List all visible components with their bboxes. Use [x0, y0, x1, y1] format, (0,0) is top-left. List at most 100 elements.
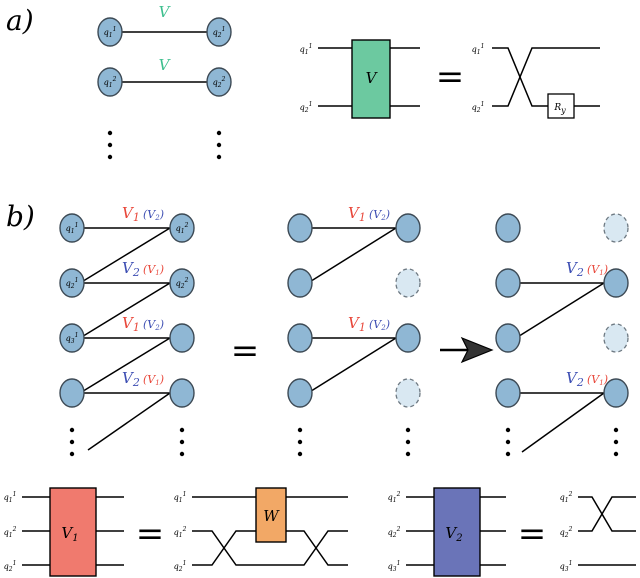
qubit-node — [395, 323, 421, 353]
circuit-swap-ry: q11 q21 Ry — [472, 43, 600, 119]
qubit-node — [287, 323, 313, 353]
svg-text:V1: V1 — [122, 314, 140, 334]
ellipsis-dots — [297, 427, 411, 457]
v-label: V — [159, 56, 172, 74]
svg-text:V1: V1 — [122, 204, 140, 224]
ellipsis-dots — [69, 427, 185, 457]
circuit-w: q11 q12 q21 W — [174, 487, 348, 573]
svg-text:(V1): (V1) — [587, 373, 608, 387]
circuit-v1: q11 q12 q21 V1 — [4, 487, 124, 577]
v2-v1-label: V2 (V1) — [566, 259, 608, 279]
circuit-v: q11 q21 V — [300, 39, 420, 119]
qubit-node: q22 — [169, 268, 195, 298]
svg-text:q21: q21 — [300, 101, 313, 114]
qubit-node — [287, 378, 313, 408]
graph-left — [79, 227, 171, 451]
svg-text:q22: q22 — [388, 526, 401, 539]
ghost-node — [603, 323, 629, 353]
svg-text:q21: q21 — [213, 26, 226, 39]
qubit-node — [495, 213, 521, 243]
equals-sign: = — [231, 331, 260, 371]
svg-text:q21: q21 — [472, 101, 485, 114]
svg-text:q31: q31 — [388, 560, 401, 573]
v1-v2-label: V1 (V2) — [122, 314, 164, 334]
svg-text:(V2): (V2) — [369, 318, 390, 332]
svg-text:q31: q31 — [560, 560, 573, 573]
svg-text:q11: q11 — [174, 491, 187, 504]
qubit-node: q31 — [59, 323, 85, 353]
svg-text:V1: V1 — [61, 524, 78, 544]
equals-sign: = — [436, 57, 465, 97]
equals-sign: = — [136, 514, 165, 554]
circuit-swap: q12 q22 q31 — [560, 491, 636, 573]
panel-b-label: b) — [6, 200, 35, 233]
svg-text:q21: q21 — [174, 560, 187, 573]
svg-text:q21: q21 — [4, 560, 17, 573]
qubit-node — [495, 378, 521, 408]
svg-text:V2: V2 — [122, 369, 140, 389]
v-gate — [351, 39, 391, 119]
ellipsis-dots — [107, 130, 222, 160]
svg-text:V1: V1 — [348, 314, 366, 334]
arrow-icon — [440, 336, 494, 364]
svg-text:(V2): (V2) — [143, 318, 164, 332]
svg-text:V2: V2 — [122, 259, 140, 279]
svg-text:Ry: Ry — [553, 103, 566, 115]
svg-text:V1: V1 — [348, 204, 366, 224]
svg-text:W: W — [263, 507, 280, 525]
graph-middle — [307, 227, 397, 394]
svg-text:q11: q11 — [104, 26, 117, 39]
qubit-node: q22 — [206, 67, 232, 97]
svg-text:V2: V2 — [445, 524, 462, 544]
svg-text:(V2): (V2) — [369, 208, 390, 222]
v1-v2-label: V1 (V2) — [348, 204, 390, 224]
svg-text:(V2): (V2) — [143, 208, 164, 222]
v2-v1-label: V2 (V1) — [122, 259, 164, 279]
v-label: V — [159, 3, 172, 21]
v1-v2-label: V1 (V2) — [122, 204, 164, 224]
svg-text:(V1): (V1) — [143, 373, 164, 387]
svg-text:q22: q22 — [213, 76, 226, 89]
svg-text:q11: q11 — [4, 491, 17, 504]
qubit-node: q21 — [206, 17, 232, 47]
svg-text:q12: q12 — [104, 76, 117, 89]
svg-text:q21: q21 — [66, 277, 79, 290]
equals-sign: = — [518, 514, 547, 554]
ellipsis-dots — [505, 427, 619, 457]
w-gate — [255, 487, 287, 543]
svg-text:V2: V2 — [566, 259, 584, 279]
v2-v1-label: V2 (V1) — [122, 369, 164, 389]
svg-text:q22: q22 — [560, 526, 573, 539]
v1-gate — [49, 487, 97, 577]
qubit-node — [495, 323, 521, 353]
panel-a-label: a) — [6, 4, 34, 37]
qubit-node: q11 — [97, 17, 123, 47]
qubit-node — [169, 323, 195, 353]
svg-text:q12: q12 — [4, 526, 17, 539]
svg-text:V: V — [366, 69, 379, 87]
qubit-node: q12 — [169, 213, 195, 243]
svg-text:q11: q11 — [472, 43, 485, 56]
svg-text:q11: q11 — [66, 222, 79, 235]
qubit-node — [169, 378, 195, 408]
svg-text:q31: q31 — [66, 332, 79, 345]
svg-text:q11: q11 — [300, 43, 313, 56]
qubit-node: q12 — [97, 67, 123, 97]
ghost-node — [395, 378, 421, 408]
qubit-node — [59, 378, 85, 408]
svg-text:(V1): (V1) — [143, 263, 164, 277]
qubit-node: q21 — [59, 268, 85, 298]
ghost-node — [395, 268, 421, 298]
qubit-node — [495, 268, 521, 298]
ry-gate — [547, 93, 575, 119]
svg-text:V2: V2 — [566, 369, 584, 389]
v2-gate — [433, 487, 481, 577]
svg-text:q22: q22 — [176, 277, 189, 290]
svg-text:q12: q12 — [174, 526, 187, 539]
qubit-node — [287, 268, 313, 298]
svg-text:(V1): (V1) — [587, 263, 608, 277]
qubit-node — [395, 213, 421, 243]
svg-text:q12: q12 — [176, 222, 189, 235]
v1-v2-label: V1 (V2) — [348, 314, 390, 334]
svg-text:q12: q12 — [388, 491, 401, 504]
